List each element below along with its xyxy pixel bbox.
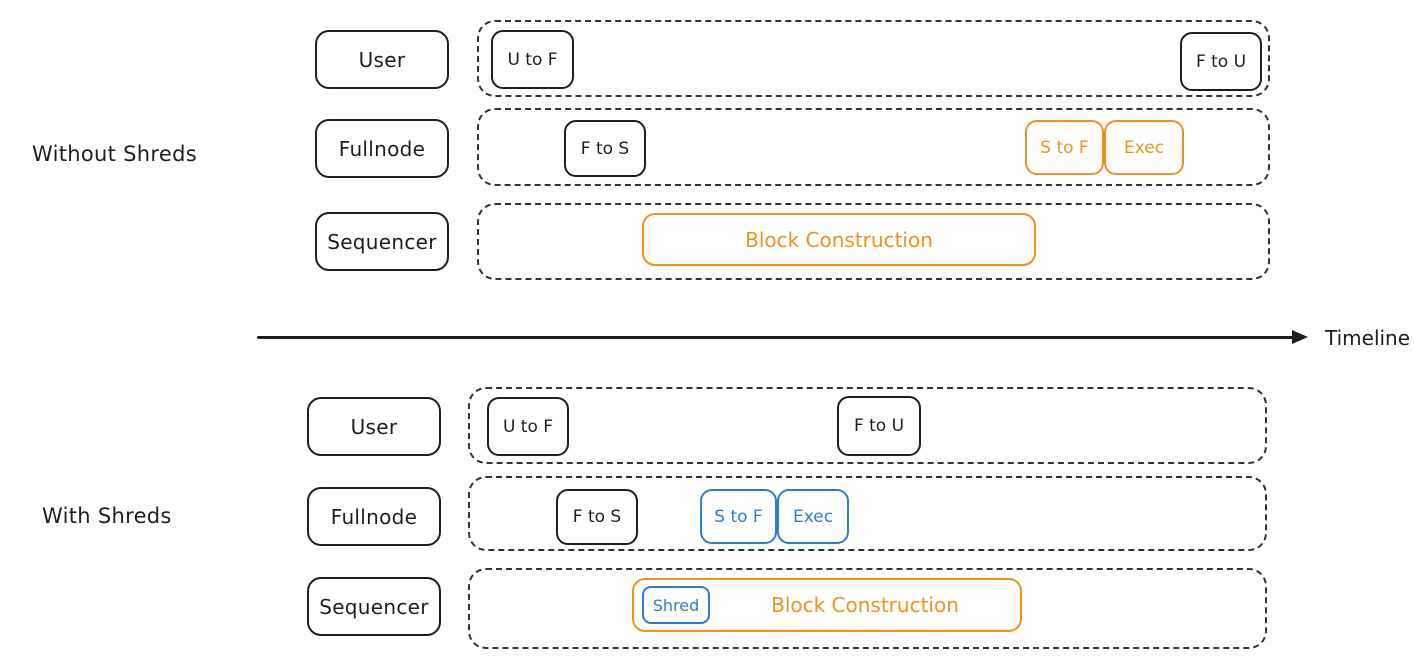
event-f-to-s: F to S	[564, 120, 646, 177]
actor-user: User	[315, 30, 449, 89]
lane-track-fullnode	[477, 108, 1270, 186]
event-shred: Shred	[642, 586, 710, 624]
block-construction-label: Block Construction	[745, 227, 933, 252]
block-construction-label: Block Construction	[771, 593, 959, 617]
section-label-with-shreds: With Shreds	[42, 504, 172, 528]
event-u-to-f: U to F	[491, 30, 574, 89]
event-block-construction: Block Construction	[642, 213, 1036, 266]
event-f-to-s: F to S	[556, 489, 638, 545]
actor-sequencer: Sequencer	[315, 212, 449, 271]
event-u-to-f: U to F	[487, 397, 569, 456]
timeline-line	[257, 336, 1295, 339]
arrow-right-icon	[1292, 330, 1308, 344]
actor-user: User	[307, 397, 441, 456]
event-s-to-f: S to F	[700, 489, 777, 544]
actor-sequencer: Sequencer	[307, 577, 441, 636]
section-label-without-shreds: Without Shreds	[32, 142, 197, 166]
lane-track-sequencer	[477, 203, 1270, 280]
event-f-to-u: F to U	[1180, 32, 1262, 91]
lane-track-user	[468, 387, 1267, 464]
actor-fullnode: Fullnode	[315, 119, 449, 178]
event-block-construction: Shred Block Construction	[632, 578, 1022, 632]
lane-track-sequencer	[468, 568, 1267, 649]
event-exec: Exec	[777, 489, 849, 544]
event-f-to-u: F to U	[837, 396, 921, 456]
event-exec: Exec	[1104, 120, 1184, 175]
lane-track-fullnode	[468, 476, 1267, 551]
actor-fullnode: Fullnode	[307, 487, 441, 546]
event-s-to-f: S to F	[1025, 120, 1104, 175]
lane-track-user	[477, 20, 1270, 97]
timeline-label: Timeline	[1325, 326, 1411, 350]
